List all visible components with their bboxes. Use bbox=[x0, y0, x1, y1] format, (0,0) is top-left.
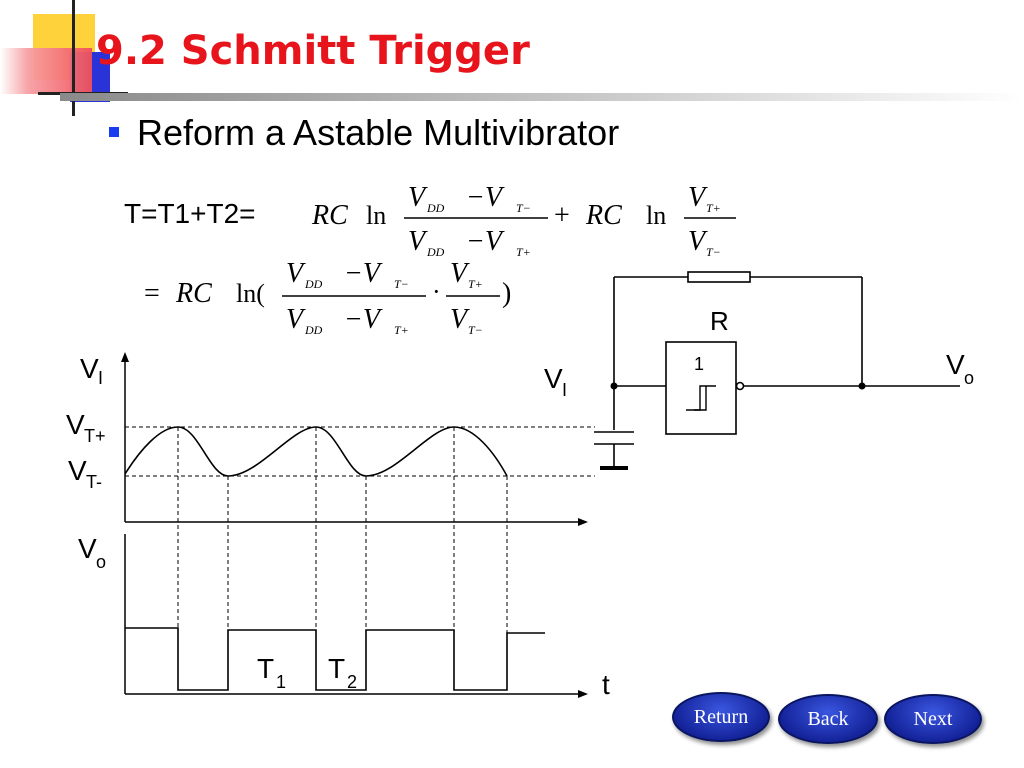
frac2-den-v: V bbox=[688, 226, 708, 257]
hysteresis-symbol bbox=[686, 385, 716, 411]
page-title: 9.2 Schmitt Trigger bbox=[96, 28, 530, 74]
next-button[interactable]: Next bbox=[884, 694, 982, 744]
frac1-num-vdd-sub: DD bbox=[426, 201, 445, 215]
formula-prefix: T=T1+T2= bbox=[124, 198, 256, 229]
deco-vertical-line bbox=[72, 0, 75, 116]
frac1-num-vt-sub: T− bbox=[516, 201, 531, 215]
vi-waveform-plot: V I V T+ V T- bbox=[66, 352, 595, 526]
formula2-rc: RC bbox=[175, 278, 212, 309]
vo-waveform-plot: V o T 1 T 2 t bbox=[78, 533, 610, 700]
back-button[interactable]: Back bbox=[778, 694, 878, 744]
title-underline bbox=[60, 93, 1024, 101]
vt-minus-label-sub: T- bbox=[86, 472, 102, 492]
bullet-marker bbox=[109, 127, 119, 137]
frac3-num-vt: −V bbox=[344, 258, 383, 289]
resistor-label: R bbox=[710, 306, 729, 336]
frac3-den-vdd: V bbox=[286, 304, 306, 335]
vt-plus-label-sub: T+ bbox=[84, 426, 106, 446]
vt-plus-label: V bbox=[66, 409, 85, 440]
frac2-num-sub: T+ bbox=[706, 201, 721, 215]
frac2-den-sub: T− bbox=[706, 245, 721, 259]
frac1-num-vt: −V bbox=[466, 182, 505, 213]
formula2-close: ) bbox=[502, 278, 511, 309]
frac1-den-vdd: V bbox=[408, 226, 428, 257]
formula2-eq: = bbox=[144, 278, 160, 309]
frac1-den-vdd-sub: DD bbox=[426, 245, 445, 259]
formula-plus: + bbox=[554, 200, 570, 231]
formula-rc-1: RC bbox=[311, 200, 348, 231]
vi-label: V bbox=[80, 353, 99, 384]
frac3-num-vt-sub: T− bbox=[394, 277, 409, 291]
frac3-den-vt-sub: T+ bbox=[394, 323, 409, 337]
frac3-den-vt: −V bbox=[344, 304, 383, 335]
formula-line-2: = RC ln( V DD −V T− V DD −V T+ · V T+ V … bbox=[144, 258, 511, 337]
hysteresis-symbol-2 bbox=[694, 386, 707, 411]
deco-red-square bbox=[0, 48, 92, 94]
formula-rc-2: RC bbox=[585, 200, 622, 231]
frac3-num-vdd-sub: DD bbox=[304, 277, 323, 291]
t2-label-sub: 2 bbox=[347, 672, 357, 692]
formula-ln-2: ln bbox=[646, 201, 666, 230]
frac2-num-v: V bbox=[688, 182, 708, 213]
vt-minus-label: V bbox=[68, 455, 87, 486]
vi-label-sub: I bbox=[98, 368, 103, 388]
vo-axis-x-arrow bbox=[578, 690, 588, 698]
frac3-num-vdd: V bbox=[286, 258, 306, 289]
resistor-r bbox=[687, 271, 751, 283]
formula2-ln: ln( bbox=[236, 279, 265, 308]
frac4-den-v: V bbox=[450, 304, 470, 335]
vo-square-wave bbox=[125, 627, 545, 691]
frac3-den-vdd-sub: DD bbox=[304, 323, 323, 337]
formula2-dot: · bbox=[432, 277, 441, 306]
gate-label: 1 bbox=[694, 354, 704, 374]
circuit-vo-sub: o bbox=[964, 368, 974, 388]
vi-axis-y-arrow bbox=[121, 352, 129, 362]
frac4-num-v: V bbox=[450, 258, 470, 289]
vo-label-sub: o bbox=[96, 552, 106, 572]
return-button[interactable]: Return bbox=[672, 692, 770, 742]
junction-dot-input bbox=[610, 382, 618, 390]
formula-ln-1: ln bbox=[366, 201, 386, 230]
circuit-schematic bbox=[594, 271, 960, 470]
formula-line-1: RC ln V DD −V T− V DD −V T+ + RC ln V T+… bbox=[311, 182, 736, 259]
t1-label: T bbox=[257, 653, 274, 684]
vo-label: V bbox=[78, 533, 97, 564]
inverter-bubble bbox=[735, 381, 745, 391]
frac4-num-sub: T+ bbox=[468, 277, 483, 291]
circuit-vi-label: V bbox=[544, 363, 563, 394]
vi-axis-x-arrow bbox=[578, 518, 588, 526]
junction-dot-output bbox=[858, 382, 866, 390]
frac1-den-vt-sub: T+ bbox=[516, 245, 531, 259]
circuit-vi-sub: I bbox=[562, 380, 567, 400]
schmitt-gate bbox=[665, 341, 737, 435]
circuit-vo-label: V bbox=[946, 349, 965, 380]
frac1-num-vdd: V bbox=[408, 182, 428, 213]
frac4-den-sub: T− bbox=[468, 323, 483, 337]
bullet-text: Reform a Astable Multivibrator bbox=[137, 112, 620, 153]
frac1-den-vt: −V bbox=[466, 226, 505, 257]
t1-label-sub: 1 bbox=[276, 672, 286, 692]
time-axis-label: t bbox=[602, 669, 610, 700]
t2-label: T bbox=[328, 653, 345, 684]
